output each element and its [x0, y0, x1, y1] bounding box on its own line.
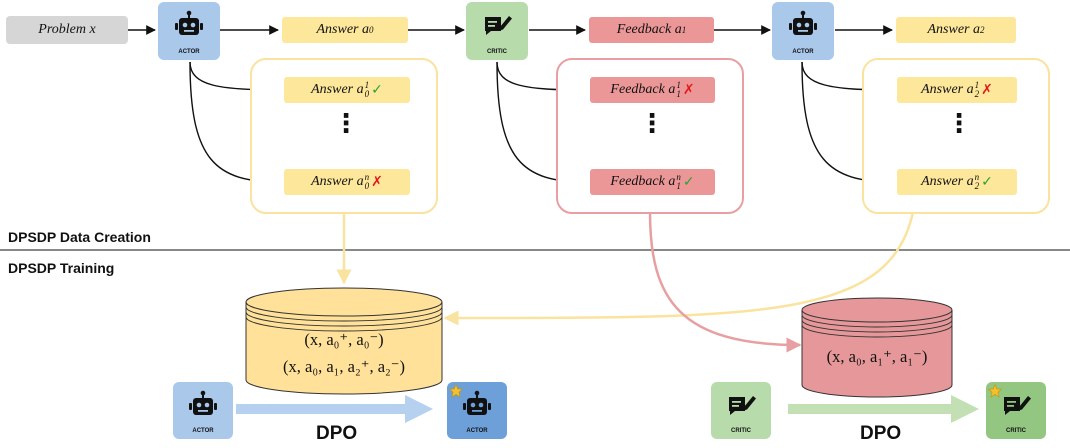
sample-sup: 1 [974, 80, 980, 90]
chat-edit-icon [1004, 396, 1031, 415]
sample-sub: 2 [974, 181, 980, 191]
problem-text: Problem [38, 22, 86, 37]
actor-label: ACTOR [192, 428, 214, 434]
critic-before-dpo: CRITIC [711, 382, 771, 439]
sample-sup: n [364, 172, 370, 182]
actor-label: ACTOR [466, 428, 488, 434]
star-icon [449, 384, 463, 398]
sample-text: Answer [921, 82, 964, 97]
actor-before-dpo: ACTOR [173, 382, 233, 439]
sample-text: Answer [311, 82, 354, 97]
flow-feedbacks1-to-critic-db [648, 211, 802, 353]
cross-icon: ✗ [682, 82, 695, 98]
actor-label: ACTOR [178, 49, 200, 55]
feedbacks1-ellipsis: ⋮ [639, 109, 665, 139]
sample-var: a [356, 82, 364, 97]
answer0-text: Answer [316, 22, 359, 37]
actor-label: ACTOR [792, 49, 814, 55]
sample-sup: n [676, 172, 681, 182]
sample-var: a [966, 82, 974, 97]
critic-db-tuple-1: (x, a₀, a₁⁺, a₁⁻) [826, 347, 928, 366]
dpo-arrowhead-critic [951, 395, 979, 423]
sample-text: Answer [921, 174, 964, 189]
critic-label: CRITIC [731, 428, 751, 434]
sample-sup: 1 [676, 80, 681, 90]
problem-var: x [89, 22, 96, 37]
answer0-sub: 0 [369, 25, 374, 35]
dpo-label-actor: DPO [316, 423, 358, 444]
sample-text: Feedback [610, 174, 665, 189]
critic-database-icon [801, 297, 953, 398]
sample-sup: n [974, 172, 980, 182]
critic-node: CRITIC [466, 2, 528, 60]
flow-answers2-to-actor-db [443, 211, 915, 326]
chat-edit-icon [485, 16, 512, 35]
sample-text: Answer [311, 174, 354, 189]
check-icon: ✓ [682, 174, 695, 190]
robot-icon [789, 10, 817, 35]
dpo-arrowhead-actor [405, 395, 433, 423]
sample-var: a [668, 82, 676, 97]
answer0-var: a [362, 22, 369, 37]
critic-label: CRITIC [487, 49, 507, 55]
actor-database-icon [245, 287, 443, 395]
sample-sup: 1 [364, 80, 370, 90]
feedback1-sub: 1 [681, 25, 687, 35]
sample-sub: 0 [364, 89, 370, 99]
sample-sub: 1 [676, 181, 681, 191]
answers2-ellipsis: ⋮ [946, 109, 972, 139]
answer2-sub: 2 [980, 25, 985, 35]
actor-db-tuple-2: (x, a₀, a₁, a₂⁺, a₂⁻) [283, 357, 405, 376]
problem-box: Problem x [6, 16, 128, 44]
actor-db-tuple-1: (x, a₀⁺, a₀⁻) [304, 330, 384, 349]
sample-sub: 2 [974, 89, 980, 99]
chat-edit-icon [729, 396, 756, 415]
section-label-training: DPSDP Training [8, 260, 115, 276]
star-icon [988, 384, 1002, 398]
answer2-text: Answer [927, 22, 970, 37]
check-icon: ✓ [981, 174, 993, 190]
cross-icon: ✗ [371, 174, 383, 190]
robot-icon [175, 10, 203, 35]
sample-var: a [668, 174, 676, 189]
answer2-var: a [973, 22, 980, 37]
cross-icon: ✗ [981, 82, 993, 98]
sample-var: a [356, 174, 364, 189]
robot-icon [463, 390, 491, 415]
dpo-label-critic: DPO [860, 423, 902, 444]
section-label-creation: DPSDP Data Creation [8, 229, 151, 245]
sample-sub: 1 [676, 89, 681, 99]
check-icon: ✓ [371, 82, 383, 98]
critic-label: CRITIC [1006, 428, 1026, 434]
sample-var: a [966, 174, 974, 189]
actor-node-1: ACTOR [158, 2, 220, 60]
answers0-ellipsis: ⋮ [333, 109, 359, 139]
feedback1-var: a [674, 22, 682, 37]
feedback1-text: Feedback [616, 22, 672, 37]
sample-sub: 0 [364, 181, 370, 191]
sample-text: Feedback [610, 82, 665, 97]
actor-node-2: ACTOR [772, 2, 834, 60]
robot-icon [189, 390, 217, 415]
